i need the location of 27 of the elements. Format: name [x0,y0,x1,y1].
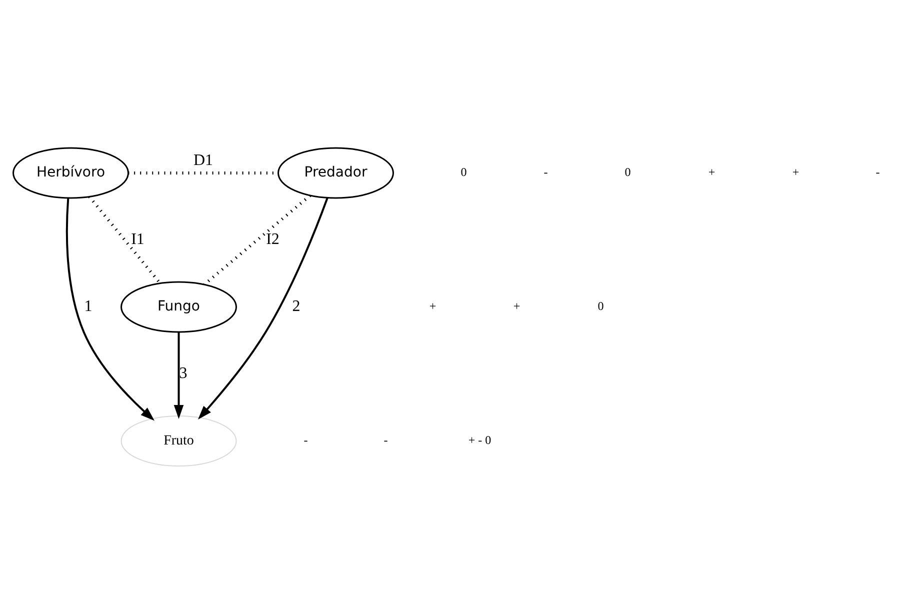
edge-label: 1 [84,297,92,314]
node-ellipse: Fungo [120,280,236,332]
connector [88,195,161,284]
edge-label: I2 [266,230,279,248]
label: + - 0 [468,432,491,447]
label: - [543,164,548,179]
edge-label: D1 [192,151,213,168]
edge-label: I1 [130,230,144,248]
edge-label: 2 [292,297,300,314]
label: + [428,298,436,313]
arrow [65,198,154,420]
label: + [792,164,799,179]
label: 0 [624,164,630,179]
connector [202,194,311,286]
label: + [512,298,520,313]
label: - [383,432,388,447]
arrow [197,197,328,420]
node-ellipse: Herbívoro [12,146,128,198]
label: - [303,432,308,447]
label: 0 [597,298,604,313]
label: - [875,164,880,179]
arrow [173,332,184,418]
label: + [708,164,715,179]
label: 0 [460,164,466,179]
node-ellipse: Fruto [120,415,236,466]
node-ellipse: Predador [277,146,394,198]
edge-label: 3 [178,364,187,382]
